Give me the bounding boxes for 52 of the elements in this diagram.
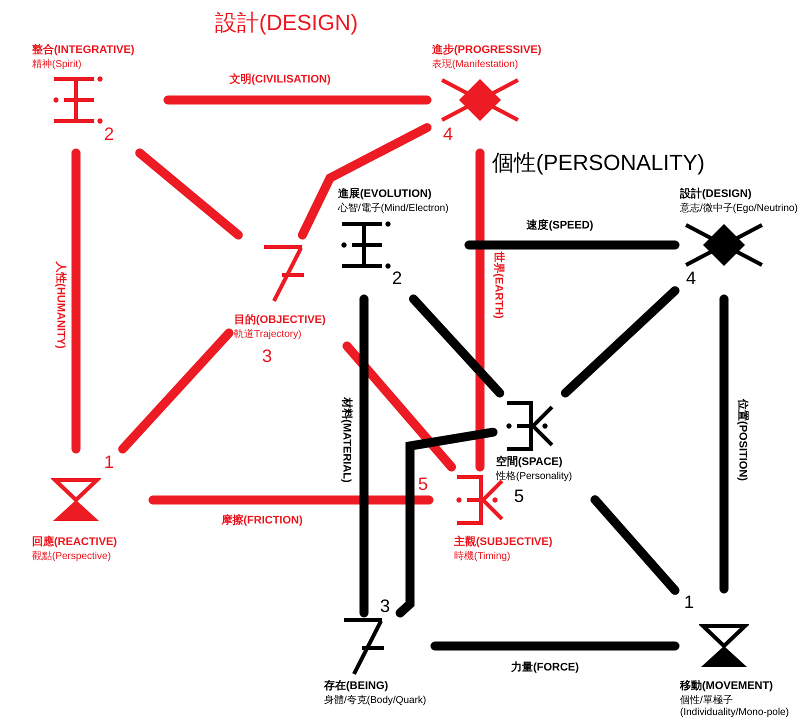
node-heading: 進展(EVOLUTION) xyxy=(338,188,432,201)
node-subtitle: 心智/電子(Mind/Electron) xyxy=(338,203,450,215)
gate-number: 3 xyxy=(380,596,390,616)
connector-line xyxy=(342,342,456,472)
node-subtitle: 表現(Manifestation) xyxy=(432,59,520,71)
node-heading: 設計(DESIGN) xyxy=(680,188,752,201)
edge-label: 力量(FORCE) xyxy=(510,662,580,674)
connector-line xyxy=(430,642,680,650)
gate-number: 3 xyxy=(262,346,272,366)
edge-label: 摩擦(FRICTION) xyxy=(220,514,304,528)
connector-line xyxy=(135,148,243,240)
edge-label: 世界(EARTH) xyxy=(492,250,504,321)
node-subtitle: 性格(Personality) xyxy=(496,471,574,483)
node-subtitle: 時機(Timing) xyxy=(454,551,512,563)
node-heading: 移動(MOVEMENT) xyxy=(680,680,773,693)
node-subtitle: 意志/微中子(Ego/Neutrino) xyxy=(680,203,799,215)
connector-line xyxy=(590,495,680,595)
node-subtitle: 軌道Trajectory) xyxy=(234,329,302,341)
connector-line xyxy=(118,328,234,454)
gate-number: 2 xyxy=(104,124,114,144)
edge-label: 速度(SPEED) xyxy=(526,220,594,232)
gate-number: 2 xyxy=(392,268,402,288)
section-title: 個性(PERSONALITY) xyxy=(492,149,705,177)
node-subtitle: 身體/夸克(Body/Quark) xyxy=(324,695,428,707)
connector-line xyxy=(560,286,680,398)
connector-line xyxy=(148,496,434,504)
edge-label: 位置(POSITION) xyxy=(736,398,748,483)
gate-number: 4 xyxy=(686,268,696,288)
gate-number: 4 xyxy=(443,124,454,144)
edge-label: 文明(CIVILISATION) xyxy=(228,74,332,86)
connector-line xyxy=(298,123,432,240)
node-heading: 整合(INTEGRATIVE) xyxy=(32,44,134,57)
node-heading: 主觀(SUBJECTIVE) xyxy=(454,536,552,549)
node-subtitle: 精神(Spirit) xyxy=(32,59,82,71)
connector-line xyxy=(476,148,484,472)
gate-number: 5 xyxy=(418,474,428,494)
node-heading: 回應(REACTIVE) xyxy=(32,536,117,549)
gate-number: 1 xyxy=(684,592,694,612)
gate-number: 1 xyxy=(104,452,114,472)
edge-label: 材料(MATERIAL) xyxy=(340,396,352,485)
node-subtitle: 觀點(Perspective) xyxy=(32,551,112,563)
node-subtitle: 個性/單極子(Individuality/Mono-pole) xyxy=(680,695,790,719)
node-heading: 存在(BEING) xyxy=(324,680,388,693)
connector-line xyxy=(396,428,498,618)
edge-label: 人性(HUMANITY) xyxy=(54,260,66,351)
connector-line xyxy=(360,294,368,618)
node-heading: 空間(SPACE) xyxy=(496,456,562,469)
connector-line xyxy=(409,294,504,398)
diagram-title: 設計(DESIGN) xyxy=(215,9,358,37)
gate-number: 5 xyxy=(514,486,524,506)
node-heading: 進步(PROGRESSIVE) xyxy=(432,44,542,57)
node-heading: 目的(OBJECTIVE) xyxy=(234,314,326,327)
